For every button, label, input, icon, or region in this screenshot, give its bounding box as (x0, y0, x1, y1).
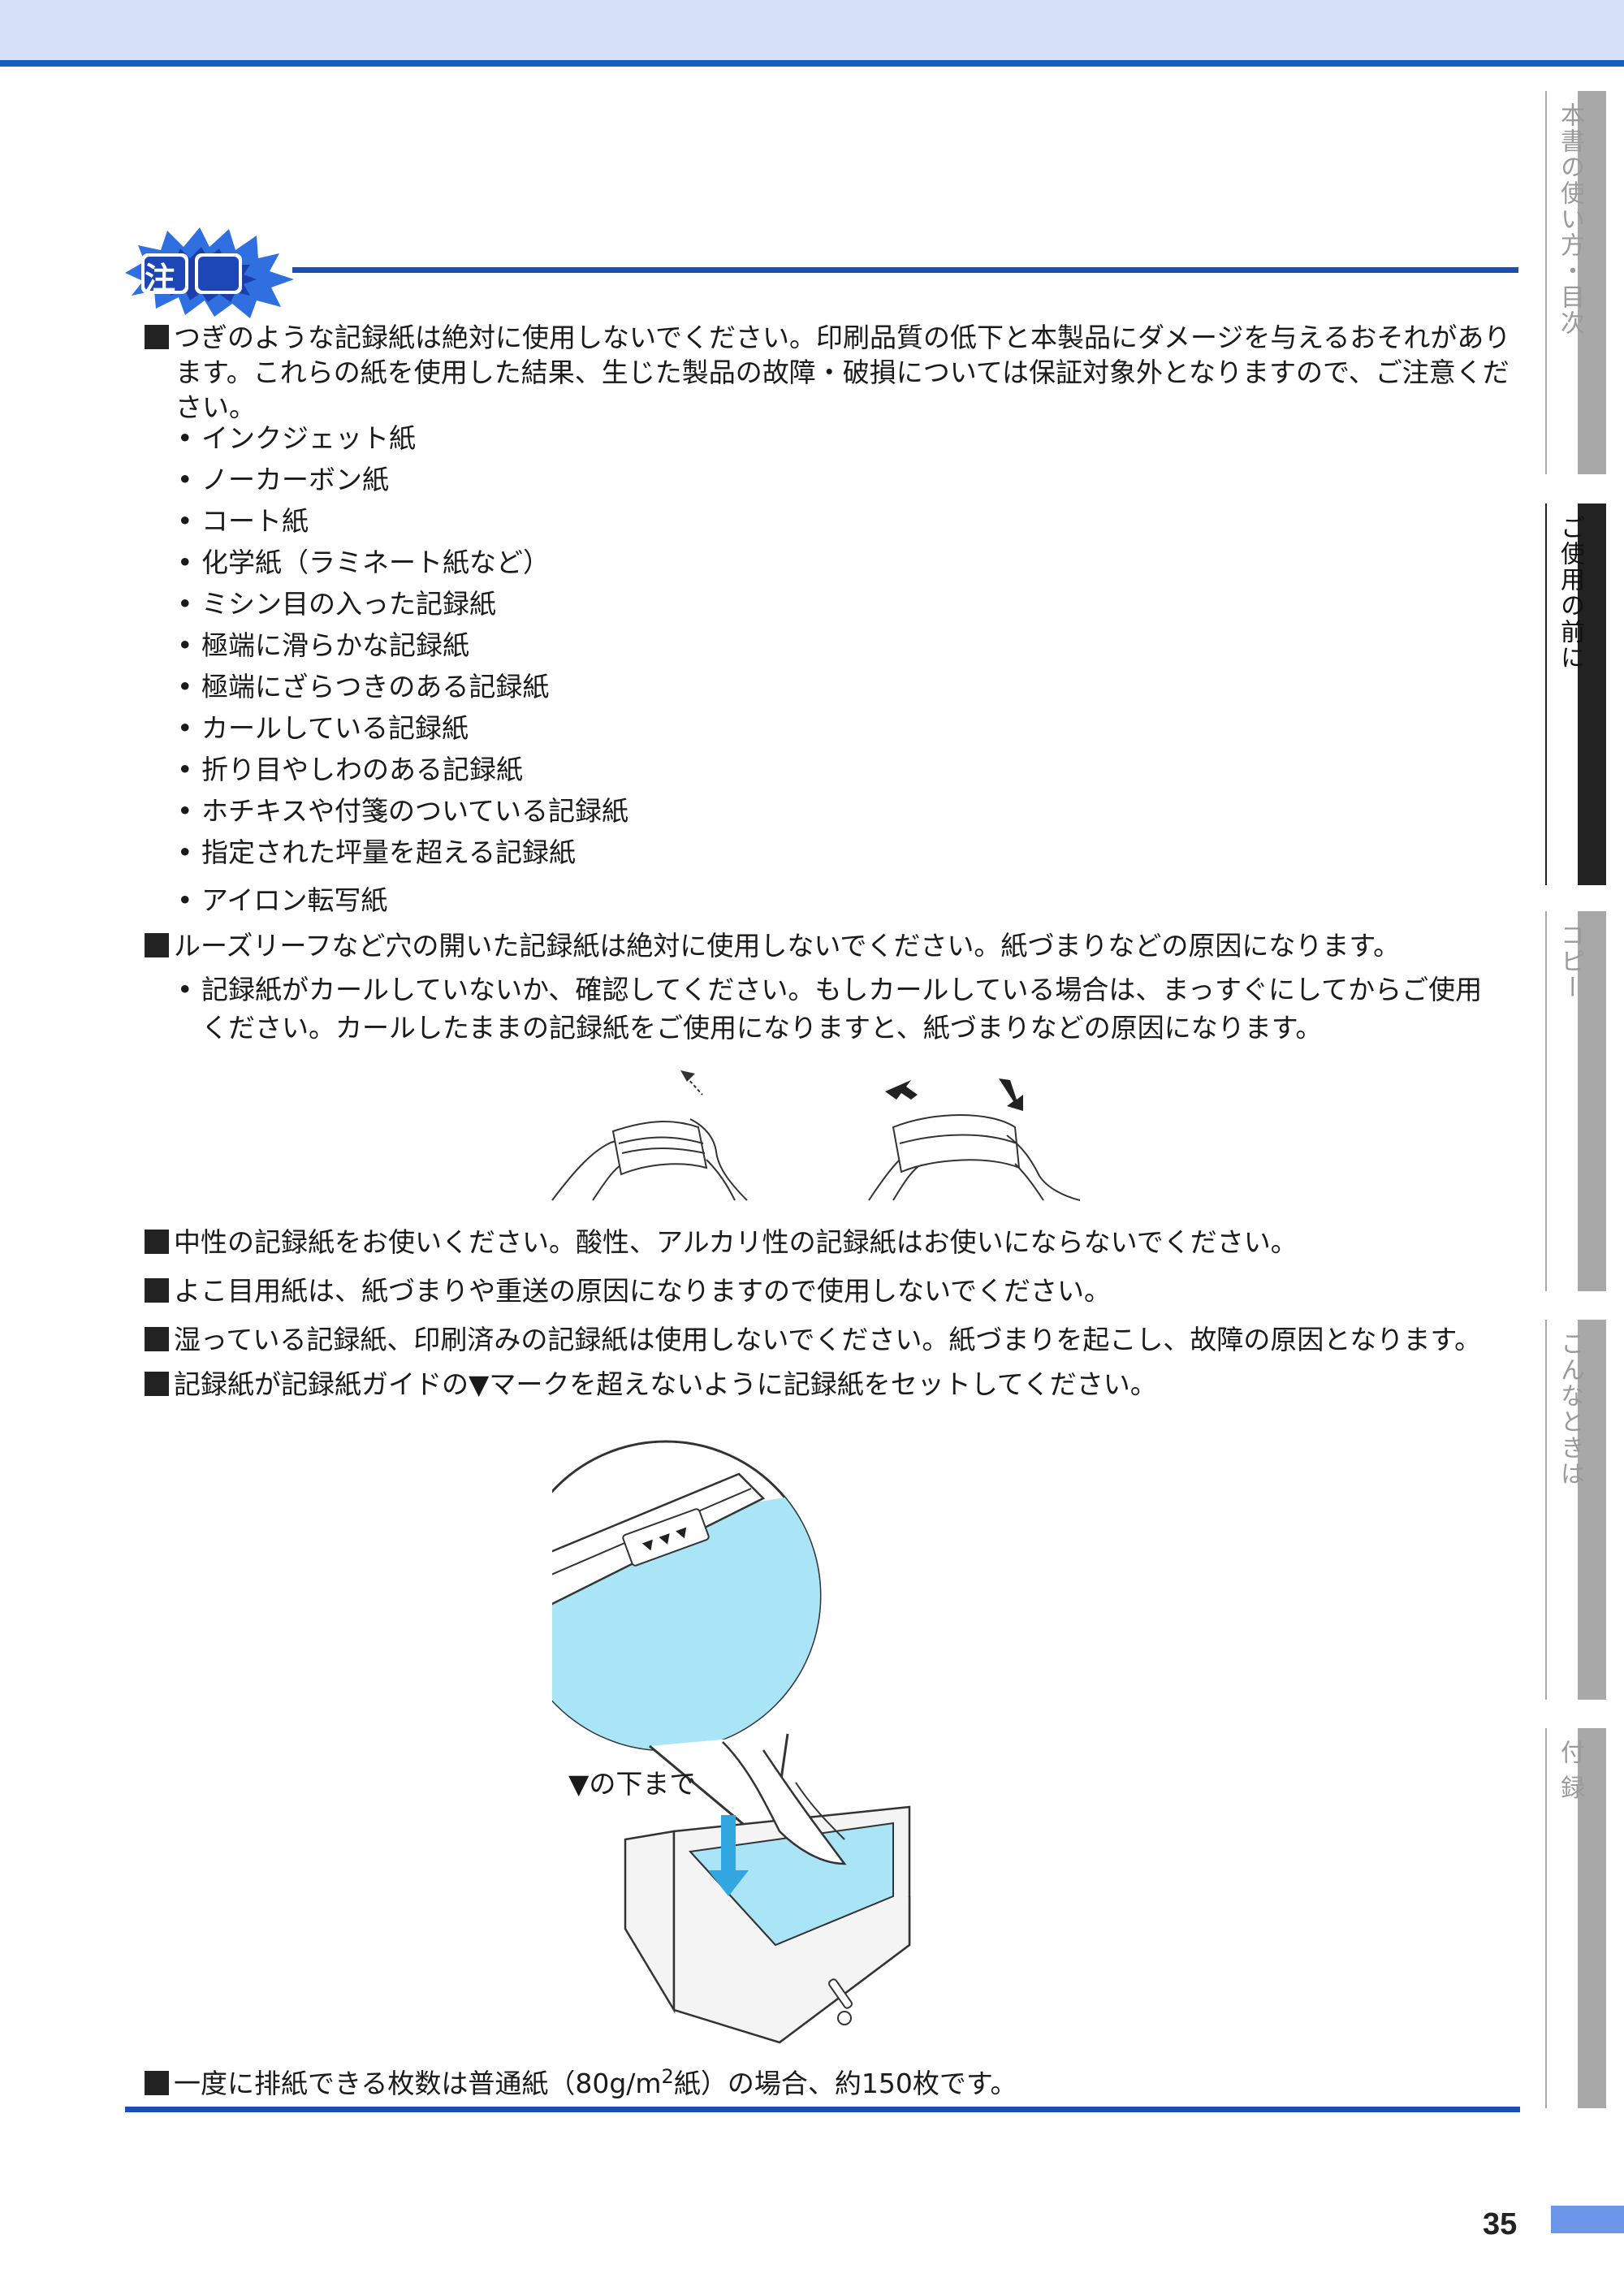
tab-appendix[interactable]: 付 録 (1545, 1728, 1606, 2108)
caution-paragraph-6: 記録紙が記録紙ガイドの▼マークを超えないように記録紙をセットしてください。 (145, 1367, 1157, 1402)
caution-paragraph-7: 一度に排紙できる枚数は普通紙（80g/m2紙）の場合、約150枚です。 (145, 2059, 1017, 2101)
tab-edge (1545, 1320, 1547, 1700)
tab-bar (1578, 1728, 1606, 2108)
list-item: •カールしている記録紙 (177, 712, 469, 744)
list-item: •極端に滑らかな記録紙 (177, 629, 469, 661)
square-bullet-icon (145, 933, 169, 957)
tab-label: こんなときは (1556, 1331, 1584, 1487)
tab-bar (1578, 911, 1606, 1291)
caution-paragraph-4: よこ目用紙は、紙づまりや重送の原因になりますので使用しないでください。 (145, 1273, 1111, 1308)
tab-edge (1545, 504, 1547, 885)
paper-tray-illustration (552, 1440, 911, 2044)
prohibited-paper-list: •インクジェット紙 •ノーカーボン紙 •コート紙 •化学紙（ラミネート紙など） … (177, 417, 628, 921)
list-item: •化学紙（ラミネート紙など） (177, 547, 550, 578)
list-item: •折り目やしわのある記録紙 (177, 754, 523, 785)
tab-label: ご使用の前に (1556, 515, 1584, 671)
tab-label: 本書の使い方・目次 (1556, 102, 1584, 336)
square-bullet-icon (145, 1230, 169, 1254)
tab-label: コピー (1556, 923, 1584, 1001)
paper-curl-illustration (551, 1070, 1081, 1201)
list-item: •指定された坪量を超える記録紙 (177, 836, 577, 868)
page-number: 35 (1483, 2207, 1518, 2241)
caution-paragraph-3: 中性の記録紙をお使いください。酸性、アルカリ性の記録紙はお使いにならないでくださ… (145, 1225, 1298, 1260)
caution-badge-icon (125, 227, 294, 318)
square-bullet-icon (145, 2071, 169, 2095)
tab-label: 付 録 (1556, 1740, 1584, 1801)
list-item: •ホチキスや付箋のついている記録紙 (177, 795, 629, 827)
caution-paragraph-1: つぎのような記録紙は絶対に使用しないでください。印刷品質の低下と本製品にダメージ… (145, 320, 1523, 425)
tab-bar (1578, 504, 1606, 885)
list-item: •インクジェット紙 (177, 422, 416, 454)
superscript: 2 (661, 2065, 674, 2088)
square-bullet-icon (145, 325, 169, 349)
square-bullet-icon (145, 1278, 169, 1303)
tab-bar (1578, 1320, 1606, 1700)
header-rule (0, 60, 1624, 67)
tab-edge (1545, 91, 1547, 474)
list-item: •アイロン転写紙 (177, 884, 388, 916)
square-bullet-icon (145, 1327, 169, 1351)
caution-paragraph-5: 湿っている記録紙、印刷済みの記録紙は使用しないでください。紙づまりを起こし、故障… (145, 1322, 1481, 1357)
guide-mark-caption: ▼の下まで (568, 1768, 697, 1800)
curl-check-note: • 記録紙がカールしていないか、確認してください。もしカールしている場合は、まっ… (177, 974, 1483, 1044)
list-item: •ノーカーボン紙 (177, 464, 389, 495)
list-item: •コート紙 (177, 505, 309, 537)
caution-paragraph-2: ルーズリーフなど穴の開いた記録紙は絶対に使用しないでください。紙づまりなどの原因… (145, 928, 1400, 963)
tab-troubleshooting[interactable]: こんなときは (1545, 1320, 1606, 1700)
header-band (0, 0, 1624, 60)
square-bullet-icon (145, 1372, 169, 1396)
tab-copy[interactable]: コピー (1545, 911, 1606, 1291)
caution-rule (292, 267, 1518, 273)
tab-edge (1545, 1728, 1547, 2108)
page-marker-bar (1551, 2206, 1624, 2233)
tab-before-use[interactable]: ご使用の前に (1545, 504, 1606, 885)
tab-contents[interactable]: 本書の使い方・目次 (1545, 91, 1606, 474)
list-item: •ミシン目の入った記録紙 (177, 588, 496, 620)
caution-bottom-rule (125, 2107, 1520, 2112)
tab-bar (1578, 91, 1606, 474)
list-item: •極端にざらつきのある記録紙 (177, 671, 550, 702)
tab-edge (1545, 911, 1547, 1291)
